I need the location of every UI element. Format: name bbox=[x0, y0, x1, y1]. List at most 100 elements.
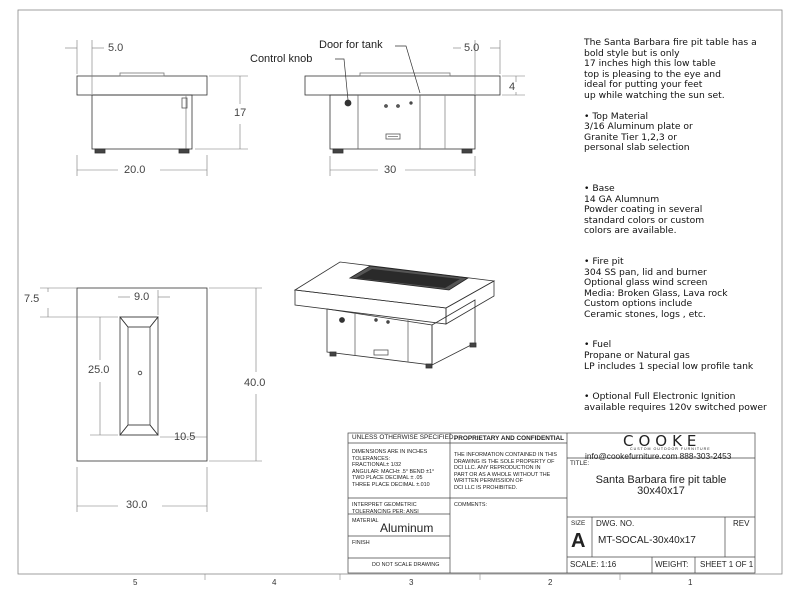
drawing-title-line: Santa Barbara fire pit table bbox=[595, 474, 727, 486]
notes-fuel-line: • Fuel bbox=[584, 339, 612, 351]
notes-intro-line: top is pleasing to the eye and bbox=[584, 68, 721, 80]
notes-intro-line: up while watching the sun set. bbox=[584, 89, 725, 101]
notes-base-line: • Base bbox=[584, 182, 615, 194]
interpret-line: TOLERANCING PER: ANSI bbox=[352, 508, 419, 515]
zone-1: 1 bbox=[688, 578, 693, 587]
front-view bbox=[304, 72, 501, 154]
front-view-leaders bbox=[335, 45, 421, 101]
sheet-border bbox=[17, 9, 783, 575]
notes-base-line: Powder coating in several bbox=[584, 204, 703, 216]
notes-ignition-line: available requires 120v switched power bbox=[584, 401, 767, 413]
isometric-view bbox=[293, 261, 496, 369]
side-dim-top: 5.0 bbox=[108, 42, 124, 54]
notes-intro-line: The Santa Barbara fire pit table has a bbox=[584, 37, 757, 48]
title-block-lines bbox=[347, 432, 756, 574]
notes-top-material-line: 3/16 Aluminum plate or bbox=[584, 121, 693, 133]
top-dim-length: 40.0 bbox=[244, 377, 266, 389]
notes-fire-pit-line: 304 SS pan, lid and burner bbox=[584, 266, 707, 278]
tolerance-line: TWO PLACE DECIMAL ± .05 bbox=[352, 475, 423, 482]
company-logo: COOKE bbox=[623, 432, 702, 450]
notes-fire-pit-line: Media: Broken Glass, Lava rock bbox=[584, 287, 728, 299]
zone-2: 2 bbox=[548, 578, 553, 587]
sheet-label: SHEET 1 OF 1 bbox=[700, 560, 754, 569]
tolerance-line: TOLERANCES: bbox=[352, 455, 390, 462]
tolerance-line: ANGULAR: MACH± .5° BEND ±1° bbox=[352, 468, 435, 475]
material-value: Aluminum bbox=[380, 521, 434, 535]
side-view bbox=[76, 72, 208, 154]
material-label: MATERIAL bbox=[352, 518, 379, 524]
top-dim-opening-width: 9.0 bbox=[134, 291, 150, 303]
tolerance-line: THREE PLACE DECIMAL ±.010 bbox=[352, 481, 430, 488]
proprietary-line: DCI LLC IS PROHIBITED. bbox=[454, 484, 518, 491]
notes-intro-line: 17 inches high this low table bbox=[584, 58, 716, 70]
notes-ignition-line: • Optional Full Electronic Ignition bbox=[584, 391, 736, 403]
tolerance-line: FRACTIONAL± 1/32 bbox=[352, 462, 402, 469]
finish-label: FINISH bbox=[352, 540, 370, 546]
top-dim-inner: 10.5 bbox=[174, 431, 196, 443]
notes-top-material-line: Granite Tier 1,2,3 or bbox=[584, 131, 678, 143]
proprietary-line: PART OR AS A WHOLE WITHOUT THE bbox=[454, 471, 551, 478]
notes-base-line: 14 GA Alumnum bbox=[584, 193, 660, 205]
top-dim-opening-length: 25.0 bbox=[88, 364, 110, 376]
notes-fuel-line: LP includes 1 special low profile tank bbox=[584, 360, 754, 372]
company-contact: info@cookefurniture.com 888-303-2453 bbox=[585, 451, 732, 461]
top-view bbox=[76, 287, 208, 462]
top-dim-width: 30.0 bbox=[126, 499, 148, 511]
front-dim-top-thickness: 4 bbox=[509, 81, 516, 93]
front-dim-width: 30 bbox=[384, 164, 397, 176]
notes-top-material-line: personal slab selection bbox=[584, 142, 690, 154]
notes-intro-line: ideal for putting your feet bbox=[584, 79, 703, 91]
do-not-scale-note: DO NOT SCALE DRAWING bbox=[372, 562, 440, 568]
top-dim-offset: 7.5 bbox=[24, 293, 40, 305]
zone-4: 4 bbox=[272, 578, 277, 587]
interpret-line: INTERPRET GEOMETRIC bbox=[352, 502, 417, 508]
notes-base-line: standard colors or custom bbox=[584, 214, 705, 226]
notes-fire-pit-line: Custom options include bbox=[584, 298, 693, 310]
side-dim-height: 17 bbox=[234, 107, 247, 119]
proprietary-line: THE INFORMATION CONTAINED IN THIS bbox=[454, 452, 558, 458]
proprietary-title: PROPRIETARY AND CONFIDENTIAL bbox=[454, 435, 565, 442]
rev-label: REV bbox=[733, 519, 750, 528]
notes-fire-pit-line: Optional glass wind screen bbox=[584, 277, 708, 289]
comments-label: COMMENTS: bbox=[454, 502, 487, 508]
proprietary-line: DRAWING IS THE SOLE PROPERTY OF bbox=[454, 458, 555, 465]
side-view-dimensions bbox=[65, 40, 248, 176]
tolerance-line: DIMENSIONS ARE IN INCHES bbox=[352, 449, 428, 455]
size-value: A bbox=[571, 530, 586, 552]
notes-base-line: colors are available. bbox=[584, 225, 677, 237]
weight-label: WEIGHT: bbox=[655, 560, 689, 569]
zone-3: 3 bbox=[409, 578, 414, 587]
dwg-no-label: DWG. NO. bbox=[596, 519, 635, 528]
control-knob-label: Control knob bbox=[250, 53, 313, 65]
top-view-dimensions bbox=[40, 287, 262, 512]
drawing-title-line: 30x40x17 bbox=[637, 485, 685, 497]
notes-fire-pit-line: • Fire pit bbox=[584, 255, 624, 267]
company-tagline: CUSTOM OUTDOOR FURNITURE bbox=[630, 447, 711, 451]
zone-ticks bbox=[204, 574, 621, 580]
notes-fuel-line: Propane or Natural gas bbox=[584, 350, 690, 362]
front-dim-top: 5.0 bbox=[464, 42, 480, 54]
title-label: TITLE: bbox=[570, 460, 590, 467]
zone-5: 5 bbox=[133, 578, 138, 587]
notes-top-material-line: • Top Material bbox=[584, 110, 649, 122]
unless-specified: UNLESS OTHERWISE SPECIFIED: bbox=[352, 434, 456, 441]
proprietary-line: WRITTEN PERMISSION OF bbox=[454, 478, 523, 485]
notes-intro-line: bold style but is only bbox=[584, 47, 680, 59]
notes-fire-pit-line: Ceramic stones, logs , etc. bbox=[584, 308, 706, 320]
dwg-no-value: MT-SOCAL-30x40x17 bbox=[598, 535, 696, 546]
door-for-tank-label: Door for tank bbox=[319, 39, 383, 51]
side-dim-width: 20.0 bbox=[124, 164, 146, 176]
